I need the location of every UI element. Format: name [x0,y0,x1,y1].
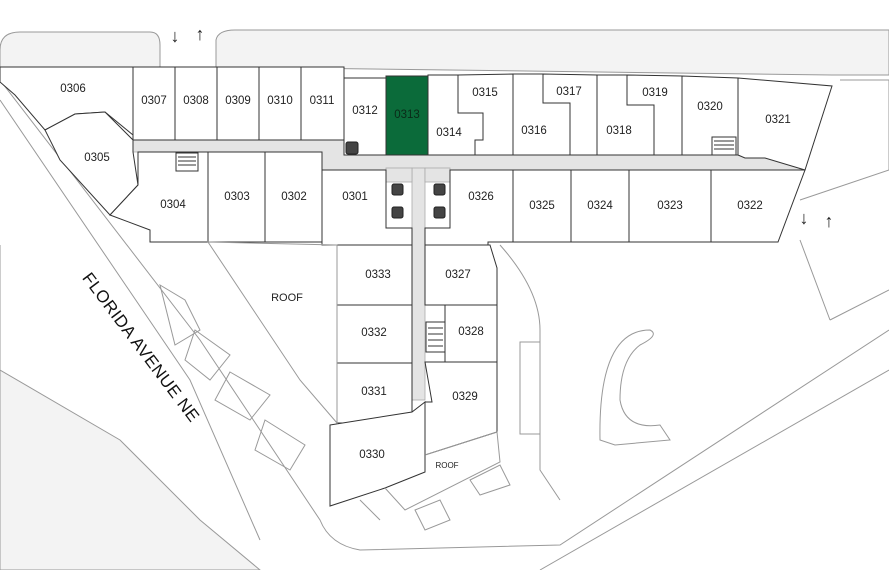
stairs-icon [175,152,199,172]
elevator-icon [433,183,446,196]
svg-text:0307: 0307 [141,95,167,107]
svg-text:0322: 0322 [737,200,763,212]
unit-0324[interactable]: 0324 [570,169,630,243]
unit-0314[interactable]: 0314 [427,74,484,156]
unit-0307[interactable]: 0307 [132,66,176,141]
svg-text:0317: 0317 [556,86,582,98]
svg-text:0327: 0327 [445,269,471,281]
unit-0327[interactable]: 0327 [424,244,498,306]
svg-text:0319: 0319 [642,87,668,99]
unit-0311[interactable]: 0311 [300,66,345,141]
svg-text:0329: 0329 [452,391,478,403]
down-arrow-icon: ↓ [800,208,809,228]
unit-0308[interactable]: 0308 [174,66,218,141]
unit-0305[interactable]: 0305 [44,111,139,216]
unit-0310[interactable]: 0310 [258,66,302,141]
traffic-arrows: ↓ ↑ ↓ ↑ [171,24,834,231]
svg-text:0303: 0303 [224,191,250,203]
svg-text:0312: 0312 [352,105,378,117]
units: 0306 0305 0307 0308 0309 0310 0311 0312 … [0,66,833,507]
unit-0332[interactable]: 0332 [336,304,413,364]
unit-0313[interactable]: 0313 [385,75,429,156]
unit-0303[interactable]: 0303 [207,151,266,243]
svg-text:0311: 0311 [310,95,335,107]
roof-label-small: ROOF [435,461,458,470]
unit-0309[interactable]: 0309 [216,66,260,141]
unit-0328[interactable]: 0328 [444,304,498,363]
svg-text:0309: 0309 [225,95,251,107]
svg-text:0302: 0302 [281,191,307,203]
svg-text:0306: 0306 [60,83,86,95]
svg-text:0328: 0328 [458,326,484,338]
up-arrow-icon: ↑ [196,24,205,44]
unit-0304[interactable]: 0304 [109,151,209,243]
unit-0302[interactable]: 0302 [264,151,323,243]
svg-text:0305: 0305 [84,152,110,164]
svg-text:0316: 0316 [521,125,547,137]
down-arrow-icon: ↓ [171,26,180,46]
elevator-icon [391,183,404,196]
unit-0320[interactable]: 0320 [681,75,739,156]
svg-text:0330: 0330 [359,449,385,461]
stairs-icon [711,136,737,156]
svg-text:0325: 0325 [529,200,555,212]
svg-text:0301: 0301 [342,191,368,203]
svg-text:0324: 0324 [587,200,613,212]
elevator-icon [433,206,446,219]
unit-0330[interactable]: 0330 [329,400,426,507]
elevator-icon [391,206,404,219]
svg-text:0318: 0318 [606,125,632,137]
svg-text:0315: 0315 [472,87,498,99]
svg-text:0331: 0331 [361,386,387,398]
svg-text:0332: 0332 [361,327,387,339]
unit-0322[interactable]: 0322 [710,169,806,243]
svg-text:0310: 0310 [267,95,293,107]
unit-0319[interactable]: 0319 [626,74,683,156]
unit-0317[interactable]: 0317 [542,73,598,156]
unit-0321[interactable]: 0321 [737,77,833,171]
svg-text:0313: 0313 [394,109,420,121]
svg-text:0333: 0333 [365,269,391,281]
stairs-icon [425,321,446,353]
core-icons [175,136,737,353]
unit-0325[interactable]: 0325 [512,169,572,243]
unit-0329[interactable]: 0329 [424,361,498,456]
svg-text:0321: 0321 [765,114,791,126]
elevator-icon [345,141,359,155]
unit-0301[interactable]: 0301 [321,169,413,246]
roof-label: ROOF [271,292,303,304]
svg-text:0308: 0308 [183,95,209,107]
svg-text:0314: 0314 [436,127,462,139]
site-surroundings [0,29,889,570]
svg-text:0323: 0323 [657,200,683,212]
up-arrow-icon: ↑ [825,211,834,231]
unit-0333[interactable]: 0333 [336,244,413,306]
svg-text:0304: 0304 [160,199,186,211]
street-label: FLORIDA AVENUE NE [78,269,203,426]
roof-areas: ROOF ROOF [207,241,501,511]
svg-text:0320: 0320 [697,101,723,113]
svg-text:0326: 0326 [468,191,494,203]
unit-0323[interactable]: 0323 [628,169,712,243]
